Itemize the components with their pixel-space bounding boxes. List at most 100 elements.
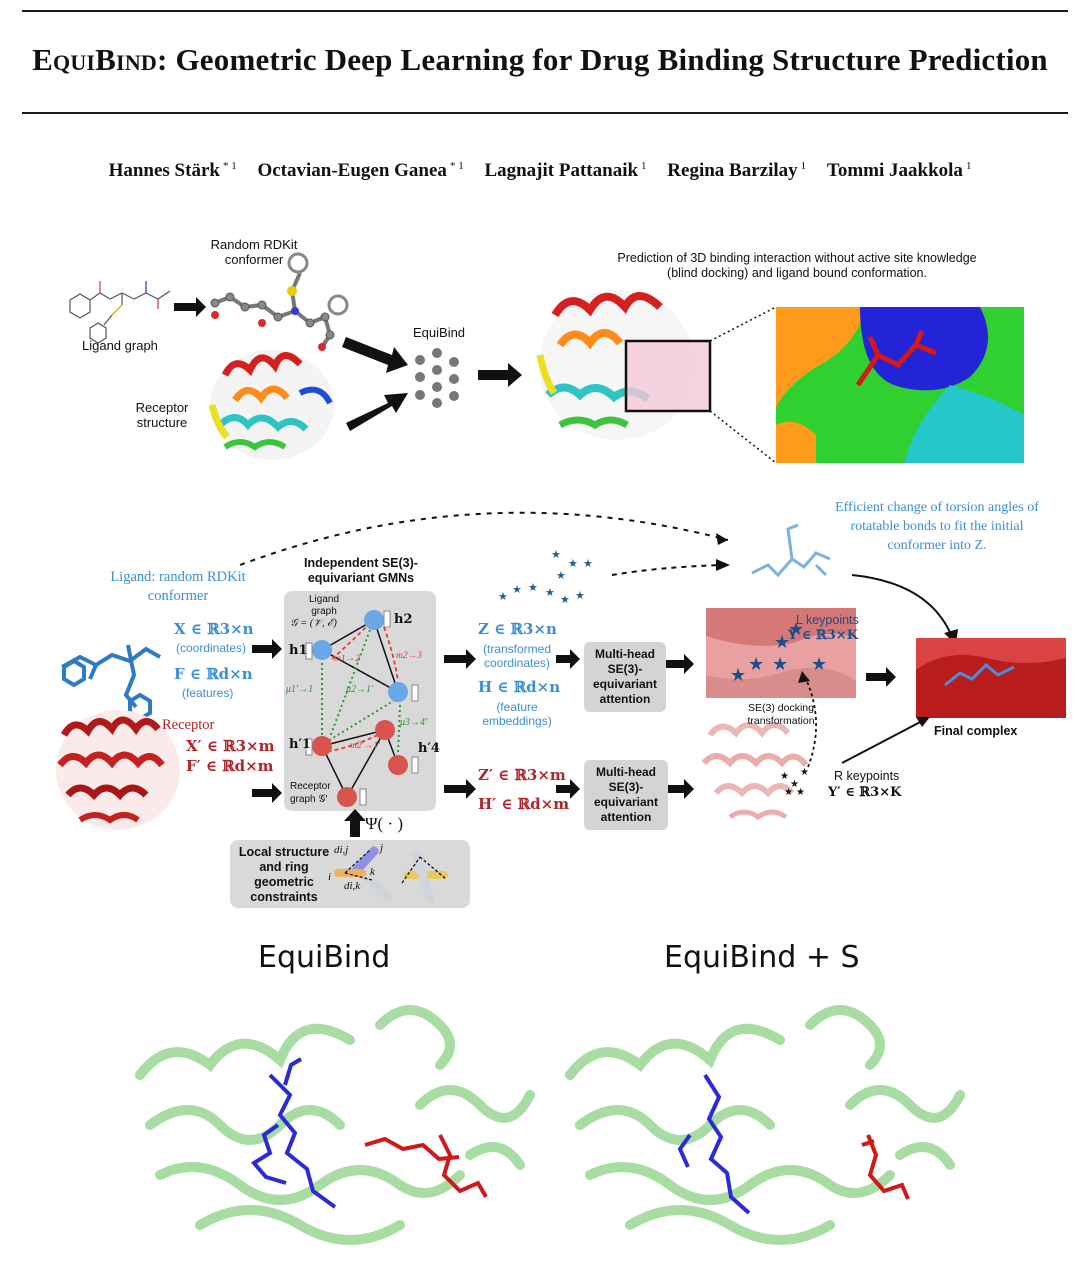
z-equation: Z ∈ ℝ3×n: [478, 620, 557, 638]
svg-text:★: ★: [788, 619, 804, 639]
message-2p-1p: m2′→1′: [350, 741, 381, 751]
top-figure-graphics: [69, 252, 1024, 464]
title-rest: : Geometric Deep Learning for Drug Bindi…: [157, 42, 1048, 77]
svg-text:★: ★: [811, 654, 827, 674]
arrow-icon: [342, 337, 408, 373]
attention-3-4p: μ3→4′: [400, 717, 428, 728]
receptor-graph-node-label: Receptor graph 𝒢′: [290, 781, 331, 805]
distance-ij: di,j: [334, 844, 349, 856]
torsion-ligand: [751, 523, 831, 578]
arrow-icon: [666, 654, 694, 674]
message-1-2: m1→2: [334, 654, 360, 664]
arrow-icon: [556, 779, 580, 799]
equibind-network-icon: [415, 348, 459, 408]
ligand-2d-structure: [69, 281, 171, 344]
node-h1: h1: [289, 643, 308, 658]
arrow-icon: [252, 783, 282, 803]
fprime-equation: F′ ∈ ℝd×m: [186, 757, 274, 775]
arrow-icon: [252, 639, 282, 659]
svg-text:★: ★: [528, 582, 538, 594]
svg-text:★: ★: [772, 654, 788, 674]
zprime-equation: Z′ ∈ ℝ3×m: [478, 766, 566, 784]
random-conformer-label: Random RDKit conformer: [210, 237, 298, 267]
svg-text:★: ★: [583, 558, 593, 570]
message-2-3: m2→3: [396, 651, 422, 661]
f-equation: F ∈ ℝd×n: [174, 665, 253, 683]
graph-nodes: [312, 610, 408, 807]
title-rule: [22, 112, 1068, 114]
attention-2-1p: μ2→1′: [346, 684, 374, 695]
bottom-figure-graphics: [135, 1005, 965, 1245]
attention-1p-1: μ1′→1: [286, 684, 314, 695]
binding-pocket-surface: [776, 307, 1024, 463]
receptor-label: Receptor: [162, 717, 215, 733]
y-equation: Y ∈ ℝ3×K: [788, 628, 858, 643]
docking-label: SE(3) docking transformation: [747, 702, 815, 727]
l-keypoints-label: L keypoints: [796, 613, 859, 627]
svg-text:★: ★: [748, 654, 764, 674]
svg-text:★: ★: [560, 594, 570, 606]
prediction-caption: Prediction of 3D binding interaction wit…: [617, 251, 977, 280]
paper-title: EquiBind: Geometric Deep Learning for Dr…: [0, 42, 1080, 78]
ligand-left-red: [364, 1134, 488, 1198]
local-structure-label: Local structure and ring geometric const…: [238, 845, 330, 904]
xprime-equation: X′ ∈ ℝ3×m: [186, 737, 275, 755]
svg-text:★: ★: [790, 779, 799, 790]
attention-block-receptor: Multi-head SE(3)- equivariant attention: [584, 760, 668, 830]
author-list: Hannes Stärk* 1 Octavian-Eugen Ganea* 1 …: [0, 160, 1080, 182]
predicted-complex-ribbon: [536, 290, 712, 440]
svg-text:★: ★: [774, 632, 790, 652]
x-equation: X ∈ ℝ3×n: [174, 620, 254, 638]
final-complex-label: Final complex: [934, 724, 1018, 738]
equibind-result-label: EquiBind: [258, 940, 391, 975]
svg-text:★: ★: [568, 558, 578, 570]
node-h1-prime: h′1: [289, 737, 311, 752]
arrow-icon: [478, 363, 522, 387]
r-keypoints-label: R keypoints: [834, 769, 900, 783]
svg-text:★: ★: [545, 587, 555, 599]
receptor-red-ribbon: [56, 710, 180, 830]
svg-text:★: ★: [796, 787, 805, 798]
arrow-icon: [444, 649, 476, 669]
svg-text:★: ★: [784, 787, 793, 798]
h-description: (feature embeddings): [482, 700, 552, 728]
node-h2: h2: [394, 612, 413, 627]
title-method: EquiBind: [32, 42, 157, 77]
distance-ik: di,k: [344, 880, 361, 892]
svg-text:★: ★: [512, 584, 522, 596]
arrow-icon: [444, 779, 476, 799]
equibind-node-label: EquiBind: [413, 325, 466, 340]
keypoint-stars: ★★ ★★ ★★ ★★ ★★: [498, 549, 593, 606]
psi-function: Ψ( · ): [365, 814, 404, 833]
receptor-structure-label: Receptor structure: [135, 400, 189, 430]
index-i: i: [328, 871, 332, 883]
ligand-3d-conformer: [210, 252, 349, 351]
arrow-icon: [174, 297, 206, 317]
ligand-left-blue: [250, 1057, 337, 1209]
equibind-s-result-label: EquiBind + S: [664, 940, 860, 975]
node-h4-prime: h′4: [418, 741, 440, 756]
protein-left: [135, 1005, 535, 1245]
svg-text:★: ★: [498, 591, 508, 603]
svg-text:★: ★: [780, 771, 789, 782]
gmn-title: Independent SE(3)-equivariant GMNs: [304, 556, 418, 585]
z-description: (transformed coordinates): [482, 642, 552, 670]
arrow-icon: [666, 779, 694, 799]
torsion-note: Efficient change of torsion angles of ro…: [835, 500, 1039, 553]
author: Octavian-Eugen Ganea* 1: [257, 160, 464, 182]
arrow-icon: [556, 649, 580, 669]
receptor-faded-ribbon: [701, 722, 809, 821]
index-k: k: [370, 866, 375, 878]
x-description: (coordinates): [176, 641, 247, 655]
top-rule: [22, 10, 1068, 12]
ligand-random-label: Ligand: random RDKit conformer: [110, 569, 246, 604]
index-j: j: [380, 842, 384, 854]
svg-text:★: ★: [730, 665, 746, 685]
arrow-icon: [866, 667, 896, 687]
svg-text:★: ★: [551, 549, 561, 561]
ligand-graph-label: Ligand graph: [82, 338, 158, 353]
h-equation: H ∈ ℝd×n: [478, 678, 561, 696]
